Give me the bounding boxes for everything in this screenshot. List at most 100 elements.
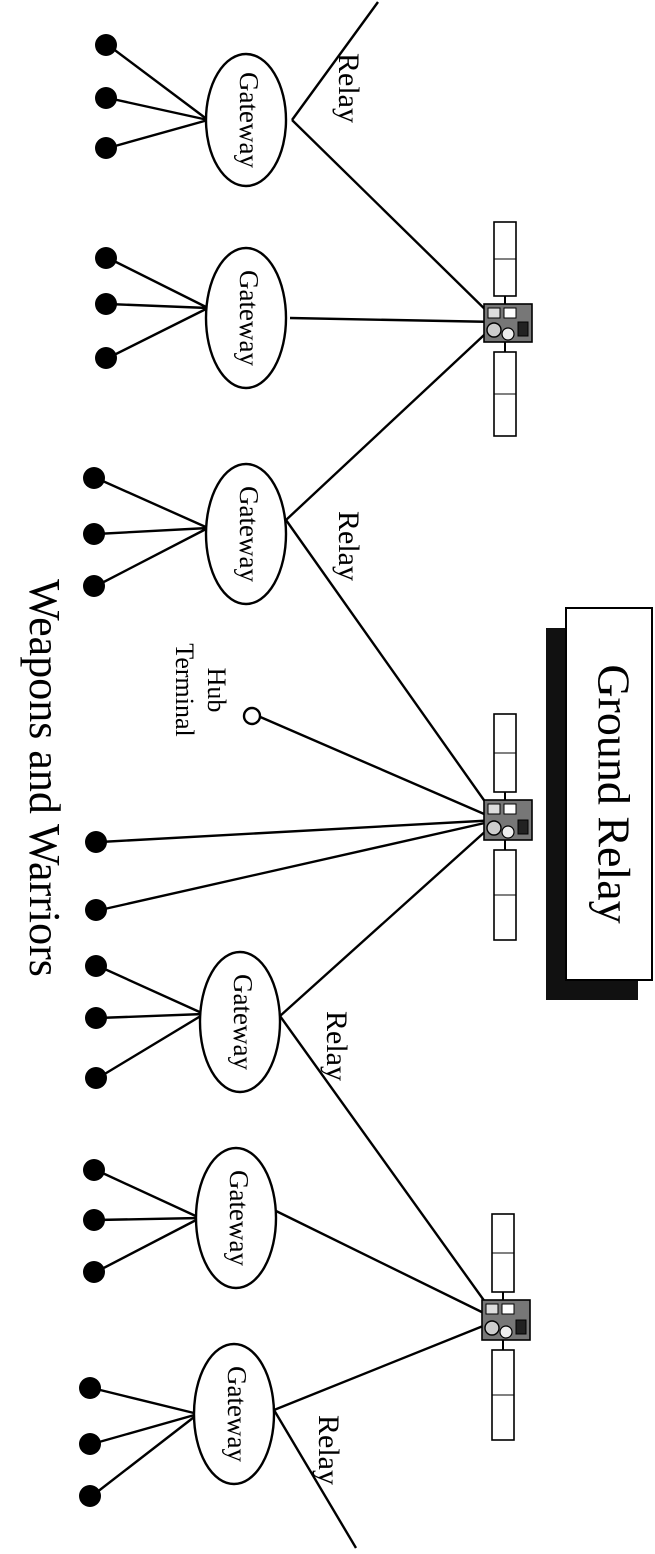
gateway-node <box>198 950 282 1094</box>
direct-link <box>99 818 499 912</box>
antenna-dish <box>486 322 502 338</box>
warrior-link <box>107 96 209 122</box>
warrior-link <box>107 302 209 310</box>
body-panel <box>517 819 529 835</box>
warrior-node <box>95 347 117 369</box>
warrior-node <box>85 831 107 853</box>
gateway-label: Gateway <box>234 72 264 168</box>
warrior-node <box>83 467 105 489</box>
satellite-icon <box>481 1213 531 1441</box>
gateway-label: Gateway <box>228 974 258 1070</box>
warrior-link <box>97 964 205 1016</box>
relay-label: Relay <box>332 511 365 581</box>
antenna-dish <box>501 327 515 341</box>
gateway-link <box>291 119 499 323</box>
warrior-node <box>95 87 117 109</box>
gateway-link <box>273 1208 499 1322</box>
gateway-link <box>279 1015 499 1321</box>
gateway-group: Gateway <box>83 462 288 606</box>
weapons-warriors-label: Weapons and Warriors <box>20 579 69 977</box>
warrior-node <box>83 575 105 597</box>
antenna-dish <box>484 1320 500 1336</box>
warrior-node <box>85 955 107 977</box>
gateway-node <box>204 52 288 188</box>
gateway-group: Gateway <box>85 950 282 1094</box>
warrior-link <box>91 1386 199 1416</box>
body-panel <box>501 1303 515 1315</box>
warrior-node <box>79 1377 101 1399</box>
warrior-link <box>95 1168 201 1220</box>
warrior-link <box>107 256 209 310</box>
body-panel <box>487 307 501 319</box>
gateway-node <box>194 1146 278 1290</box>
warrior-link <box>95 476 209 530</box>
gateway-label: Gateway <box>234 270 264 366</box>
relay-link <box>291 1 379 121</box>
gateway-node <box>192 1342 276 1486</box>
antenna-dish <box>501 825 515 839</box>
gateway-node <box>204 462 288 606</box>
body-panel <box>487 803 501 815</box>
gateway-link <box>285 519 499 821</box>
gateway-group: Gateway <box>95 34 288 188</box>
warrior-node <box>83 1159 105 1181</box>
satellite-icon <box>483 221 533 437</box>
relay-link <box>279 819 499 1017</box>
links <box>99 1 499 1549</box>
hub-label: Hub <box>202 668 231 713</box>
antenna-dish <box>499 1325 513 1339</box>
warrior-link <box>107 44 209 121</box>
title-text: Ground Relay <box>588 664 639 923</box>
warrior-node <box>83 1209 105 1231</box>
body-panel <box>517 321 529 337</box>
relay-link <box>272 1409 358 1549</box>
warrior-node <box>85 899 107 921</box>
warrior-link <box>107 306 209 360</box>
warrior-node <box>95 137 117 159</box>
relay-link <box>285 321 499 521</box>
warrior-node <box>83 523 105 545</box>
gateway-group: Gateway <box>83 1146 278 1290</box>
gateway-node <box>204 246 288 390</box>
body-panel <box>485 1303 499 1315</box>
body-panel <box>503 803 517 815</box>
warrior-link <box>95 1216 201 1222</box>
gateway-label: Gateway <box>234 486 264 582</box>
warrior-link <box>95 526 209 536</box>
body-panel <box>515 1319 527 1335</box>
relay-label: Relay <box>320 1011 353 1081</box>
warrior-node <box>85 1067 107 1089</box>
hub-terminal-node <box>242 706 262 726</box>
warrior-link <box>97 1012 205 1020</box>
warrior-node <box>95 247 117 269</box>
warrior-node <box>83 1261 105 1283</box>
warrior-link <box>107 118 209 150</box>
title-box-frame <box>565 607 653 981</box>
warrior-node <box>95 293 117 315</box>
body-panel <box>503 307 517 319</box>
gateway-group: Gateway <box>95 246 288 390</box>
gateway-label: Gateway <box>224 1170 254 1266</box>
gateway-group: Gateway <box>79 1342 276 1507</box>
direct-link <box>99 818 499 844</box>
hub-label: Terminal <box>170 643 199 736</box>
warrior-node <box>95 34 117 56</box>
warrior-link <box>91 1412 199 1446</box>
warrior-node <box>79 1433 101 1455</box>
hub-terminal: Hub Terminal <box>170 643 262 737</box>
hub-link <box>257 714 499 822</box>
relay-label: Relay <box>332 53 365 123</box>
warrior-node <box>79 1485 101 1507</box>
warrior-link <box>91 1413 199 1497</box>
warrior-link <box>95 1216 201 1274</box>
antenna-dish <box>486 820 502 836</box>
warrior-link <box>95 526 209 588</box>
gateway-link <box>289 316 499 324</box>
gateway-label: Gateway <box>222 1366 252 1462</box>
relay-label: Relay <box>312 1415 345 1485</box>
relay-link <box>273 1318 499 1412</box>
satellite-icon <box>483 713 533 941</box>
relay-labels: Relay Relay Relay Relay <box>312 53 365 1485</box>
warrior-link <box>97 1012 205 1080</box>
